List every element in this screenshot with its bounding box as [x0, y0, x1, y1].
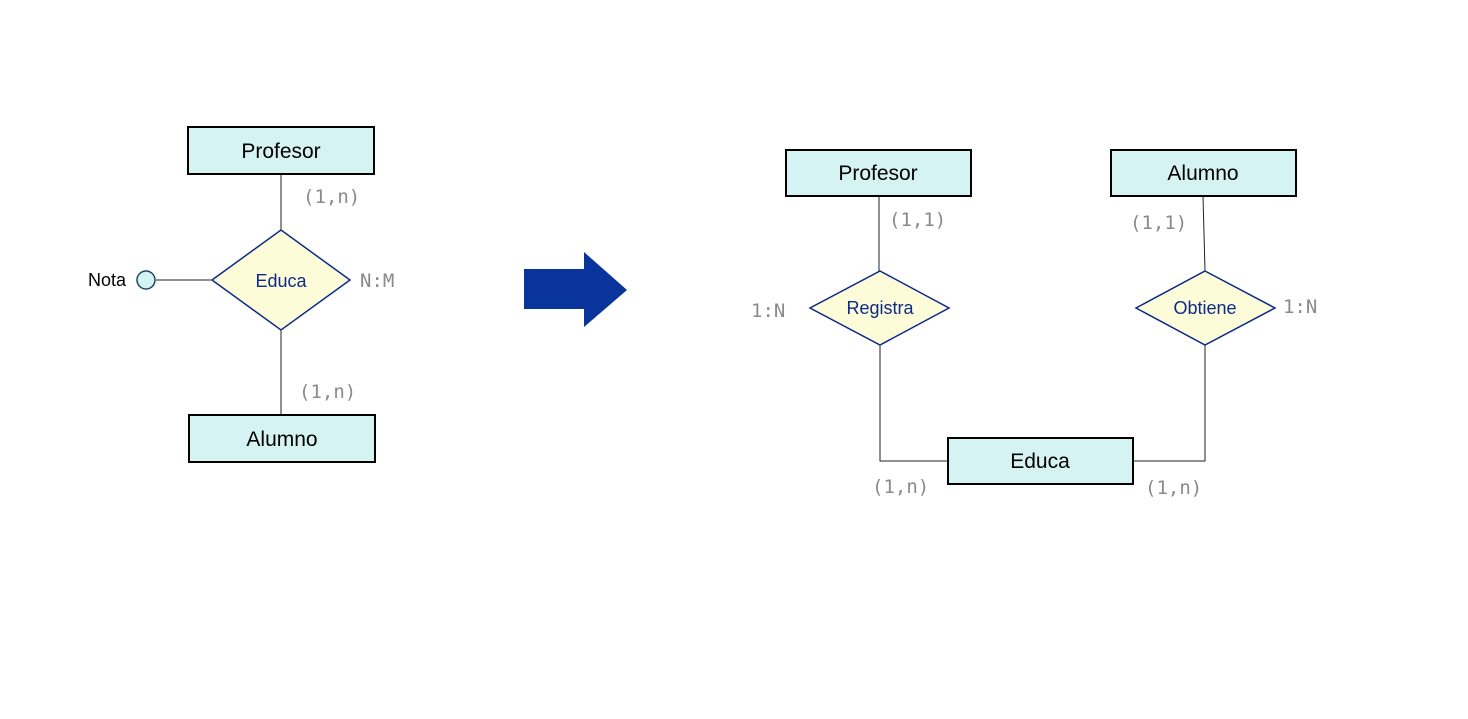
entity-alumno-left[interactable]: Alumno: [188, 414, 376, 463]
entity-profesor-right[interactable]: Profesor: [785, 149, 972, 197]
cardinality-alumno-obtiene: (1,1): [1130, 212, 1187, 234]
connector-obtiene-educa: [1133, 345, 1206, 462]
ratio-registra: 1:N: [751, 300, 785, 322]
entity-profesor-left[interactable]: Profesor: [187, 126, 375, 175]
relationship-registra-label: Registra: [846, 298, 914, 318]
relationship-obtiene[interactable]: Obtiene: [1134, 270, 1277, 346]
entity-profesor-left-label: Profesor: [241, 140, 320, 163]
ratio-obtiene: 1:N: [1283, 296, 1317, 318]
connector-registra-educa: [879, 345, 948, 462]
transform-arrow-icon: [524, 252, 627, 327]
relationship-obtiene-label: Obtiene: [1173, 298, 1236, 318]
entity-educa-right[interactable]: Educa: [947, 437, 1134, 485]
cardinality-obtiene-educa: (1,n): [1145, 477, 1202, 499]
entity-alumno-left-label: Alumno: [246, 428, 317, 451]
connector-alumno-obtiene: [1202, 195, 1206, 272]
attribute-nota[interactable]: Nota: [88, 270, 156, 290]
entity-alumno-right-label: Alumno: [1167, 162, 1238, 185]
entity-educa-right-label: Educa: [1010, 450, 1070, 473]
left-diagram: Profesor Educa Alumno Nota (1,n) (1,n) N…: [88, 126, 394, 463]
entity-alumno-right[interactable]: Alumno: [1110, 149, 1297, 197]
right-diagram: Profesor Alumno Registra Obtiene Educa (…: [751, 149, 1317, 499]
ratio-educa-left: N:M: [360, 270, 394, 292]
entity-profesor-right-label: Profesor: [838, 162, 917, 185]
relationship-educa-left[interactable]: Educa: [210, 229, 352, 331]
relationship-educa-left-label: Educa: [255, 271, 307, 291]
relationship-registra[interactable]: Registra: [808, 270, 951, 346]
cardinality-profesor-registra: (1,1): [889, 209, 946, 231]
cardinality-profesor-left: (1,n): [303, 186, 360, 208]
cardinality-alumno-left: (1,n): [299, 381, 356, 403]
attribute-nota-label: Nota: [88, 270, 127, 290]
attribute-dot: [136, 270, 156, 290]
cardinality-registra-educa: (1,n): [872, 476, 929, 498]
